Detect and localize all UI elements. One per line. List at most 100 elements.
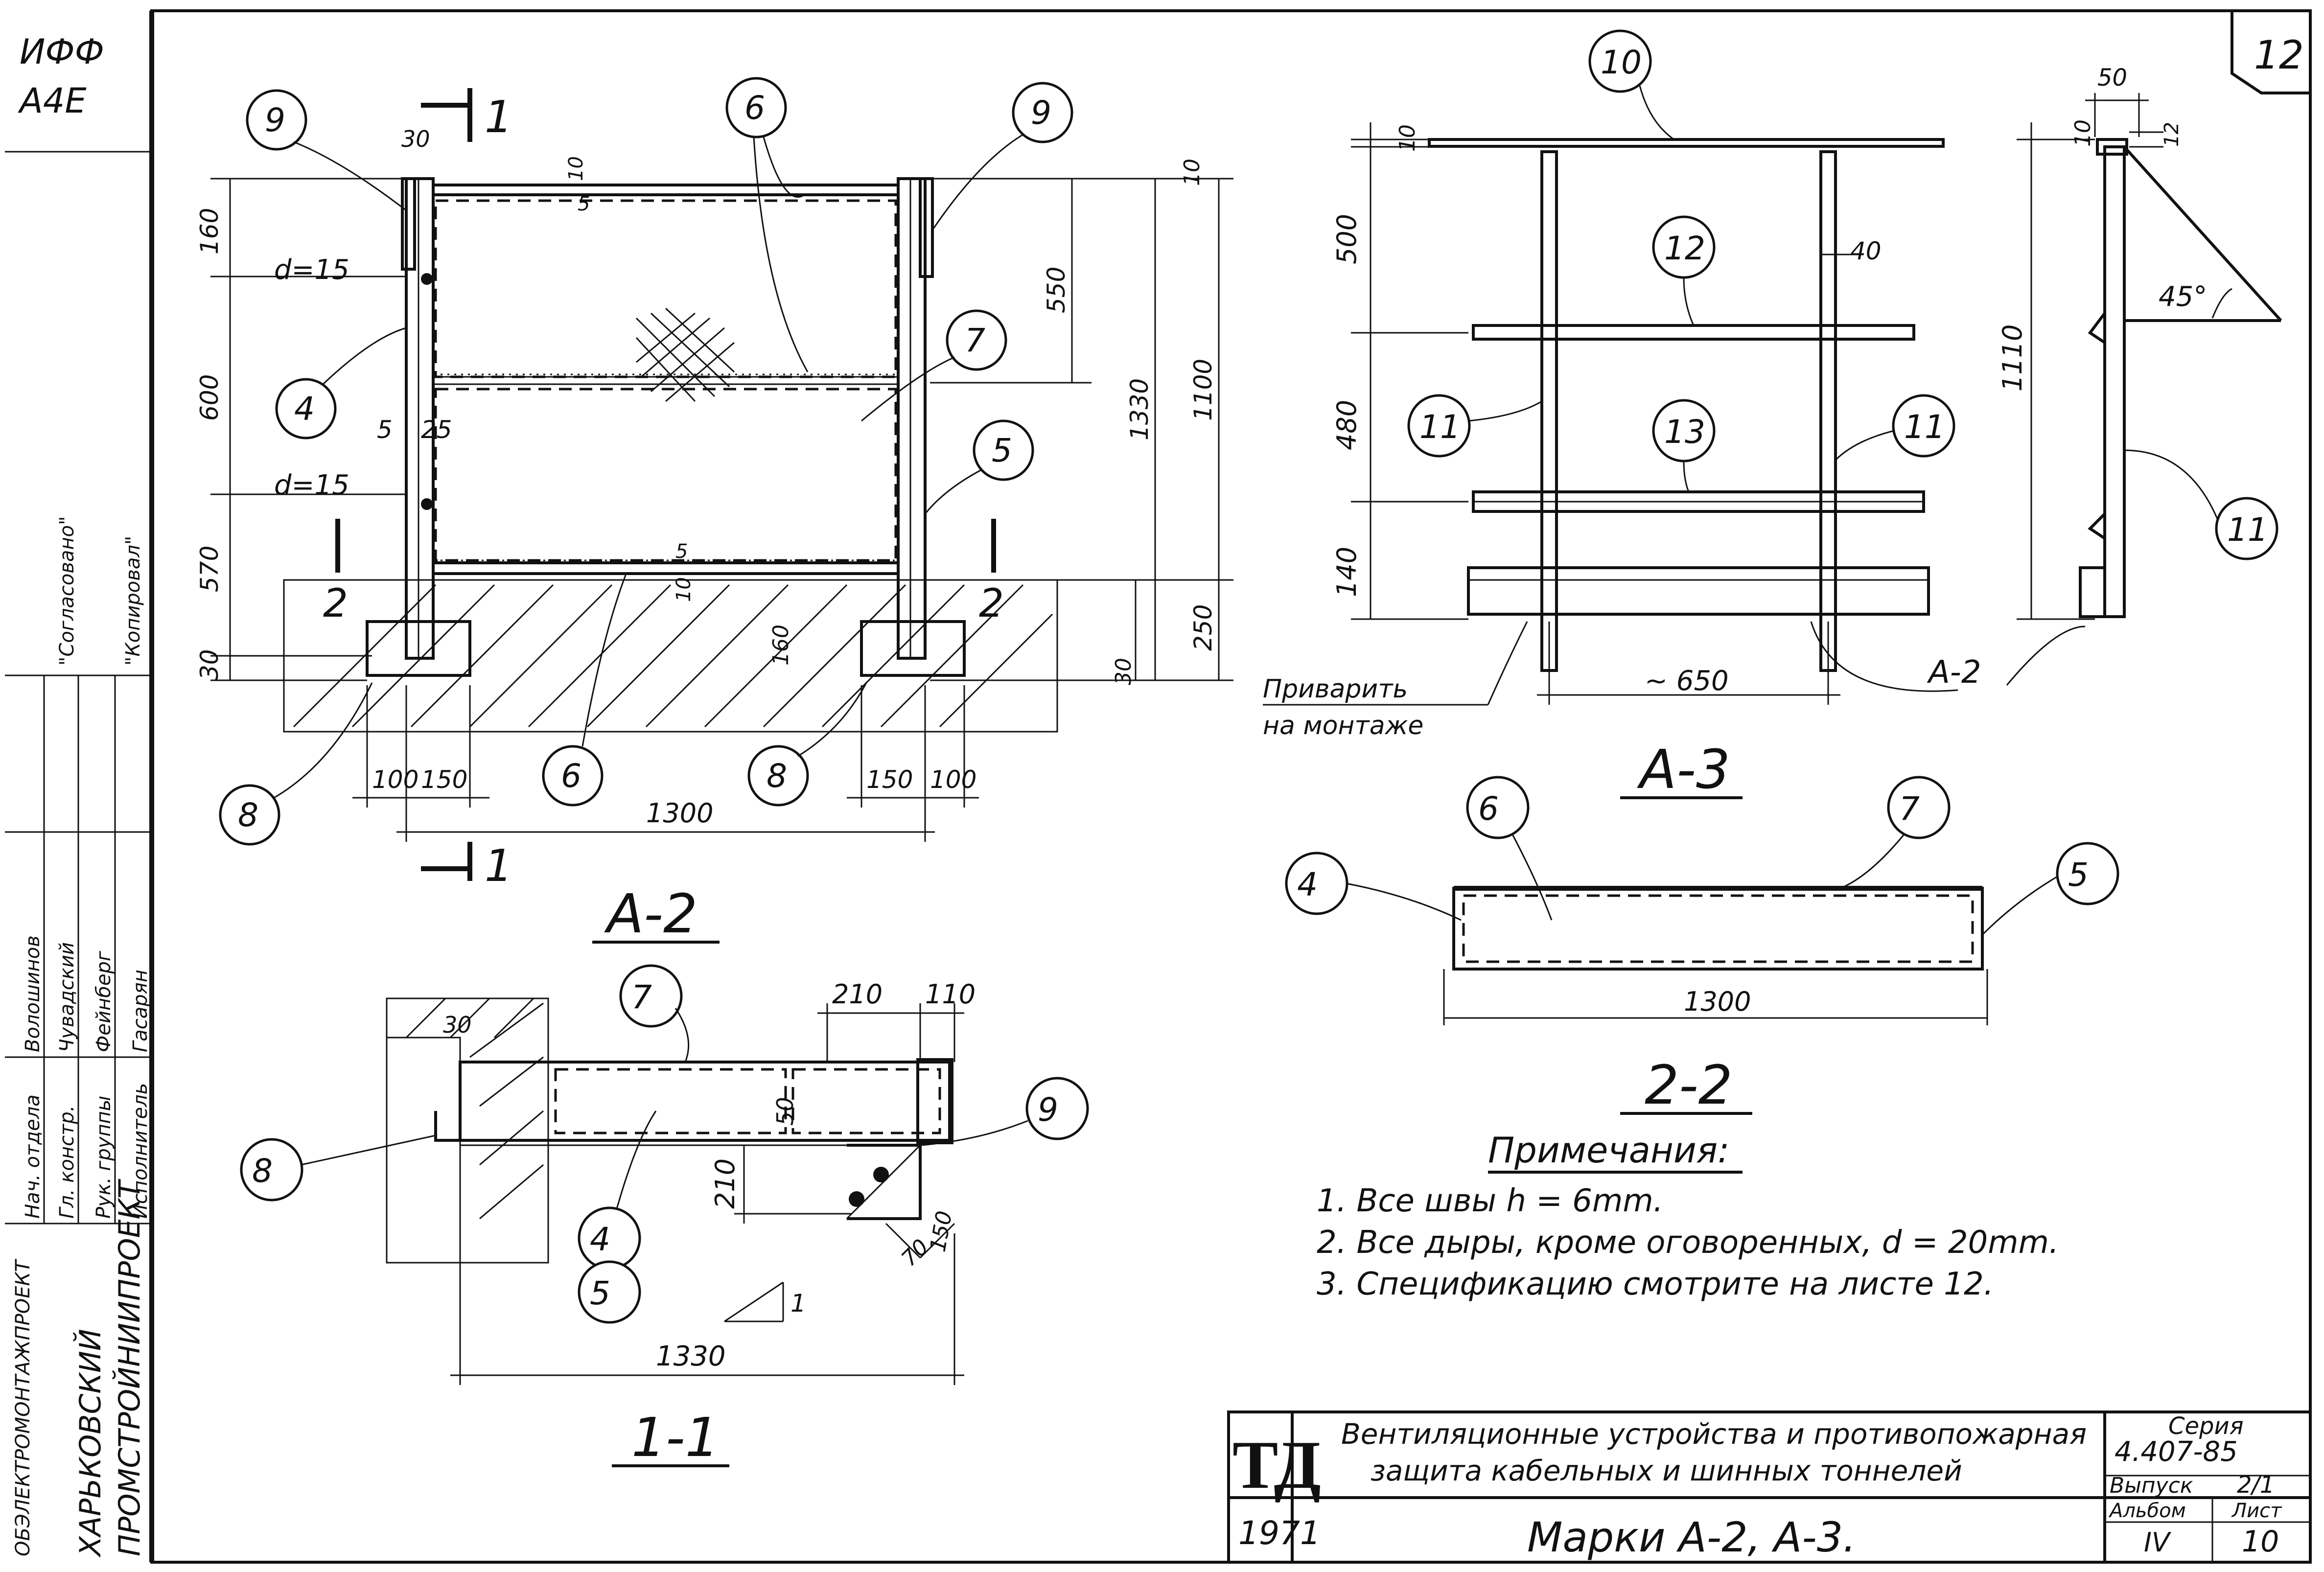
s11-slope: 1 xyxy=(790,1289,806,1318)
a2-callout-7: 7 xyxy=(965,322,985,359)
s22-callout-5: 5 xyxy=(2068,856,2089,894)
a2-dim-250: 250 xyxy=(1189,604,1217,651)
series-value: 4.407-85 xyxy=(2115,1436,2238,1468)
a3-dim-10: 10 xyxy=(1395,124,1420,152)
s22-callout-4: 4 xyxy=(1297,866,1318,903)
a2-callout-4: 4 xyxy=(294,390,315,428)
a3-dim-lines xyxy=(1351,122,1860,705)
drawing-frame xyxy=(149,9,2312,1564)
dim-lines-right xyxy=(930,178,1233,681)
s11-callout-5: 5 xyxy=(590,1274,610,1312)
weld-note-line2: на монтаже xyxy=(1263,711,1423,740)
s11-callout-9: 9 xyxy=(1038,1091,1058,1129)
view-a2 xyxy=(210,88,1233,881)
s11-callout-4: 4 xyxy=(590,1221,610,1258)
a2-callouts xyxy=(219,77,1073,846)
note-1: 1. Все швы h = 6mm. xyxy=(1317,1183,1663,1219)
a2-dim-5-mid: 5 xyxy=(578,193,590,215)
s11-dim-210a: 210 xyxy=(832,979,883,1010)
a2-callout-8b: 8 xyxy=(767,757,787,795)
a3-dim-650: ~ 650 xyxy=(1645,665,1729,697)
section-marks xyxy=(335,88,996,881)
a2-dim-10b: 10 xyxy=(673,577,695,602)
s11-dim-50: 50 xyxy=(772,1097,798,1126)
a2-dim-160: 160 xyxy=(195,208,224,254)
a2-dim-10a: 10 xyxy=(565,156,587,181)
series-label: Серия xyxy=(2168,1412,2244,1440)
a2-hole-d-top: d=15 xyxy=(274,254,349,286)
side-callout-bubble xyxy=(2215,497,2278,560)
a2-dim-10-right: 10 xyxy=(1180,159,1205,186)
a2-dim-150b: 150 xyxy=(866,765,913,794)
a2-callout-5: 5 xyxy=(992,432,1012,469)
title-block xyxy=(1227,1410,2312,1564)
a3-dim-500: 500 xyxy=(1331,214,1362,264)
side-dim-50: 50 xyxy=(2097,64,2127,92)
a2-dim-100b: 100 xyxy=(930,765,976,794)
section-1-1 xyxy=(386,997,964,1385)
dim-lines-left xyxy=(210,178,406,681)
mesh-symbol xyxy=(635,307,735,402)
corner-code: A4E xyxy=(18,81,87,121)
notes-title: Примечания: xyxy=(1488,1130,1729,1171)
a2-callout-9a: 9 xyxy=(265,101,285,139)
a2-dim-570: 570 xyxy=(195,546,224,592)
a2-dim-5-bot: 5 xyxy=(675,540,688,563)
org-side: ОБЭЛЕКТРОМОНТАЖПРОЕКТ xyxy=(12,1258,34,1556)
s22-dim-1300: 1300 xyxy=(1684,986,1751,1017)
role-3: Рук. группы xyxy=(93,1096,115,1219)
a2-section-mark: 1 xyxy=(485,92,512,143)
name-4: Гасарян xyxy=(129,970,152,1052)
a3-callout-10: 10 xyxy=(1601,44,1642,81)
a2-callout-8a: 8 xyxy=(238,796,258,834)
name-2: Чувадский xyxy=(56,942,78,1052)
a3-ref-label: А-2 xyxy=(1927,654,1981,691)
a2-dim-160-foot: 160 xyxy=(768,624,793,666)
name-3: Фейнберг xyxy=(93,950,115,1052)
weld-note-line1: Приварить xyxy=(1263,674,1408,704)
a2-callout-9b: 9 xyxy=(1031,94,1051,132)
s22-callout-6: 6 xyxy=(1478,790,1499,828)
org-name-bottom: ПРОМСТРОЙНИИПРОЕКТ xyxy=(112,1179,147,1556)
issue-value: 2/1 xyxy=(2237,1471,2275,1499)
dim-lines-bottom xyxy=(352,685,979,842)
side-angle: 45° xyxy=(2159,281,2207,313)
album-label: Альбом xyxy=(2108,1500,2186,1522)
s22-callout-7: 7 xyxy=(1899,790,1920,828)
view-title-a2: А-2 xyxy=(604,882,697,945)
sheet-index: 12 xyxy=(2254,32,2304,78)
sheet-value: 10 xyxy=(2242,1525,2279,1559)
s11-callout-8: 8 xyxy=(252,1152,273,1190)
a3-dim-480: 480 xyxy=(1331,400,1362,450)
side-callout-11: 11 xyxy=(2227,511,2268,549)
a3-callout-11a: 11 xyxy=(1419,408,1461,446)
concrete-hatching xyxy=(293,584,1053,728)
a3-callout-11b: 11 xyxy=(1904,408,1945,446)
s11-dim-110: 110 xyxy=(925,979,976,1010)
a3-dim-40: 40 xyxy=(1850,237,1882,265)
weld-marks xyxy=(441,194,896,561)
a2-callout-6a: 6 xyxy=(744,89,765,127)
s11-dim-1330: 1330 xyxy=(656,1341,726,1372)
a2-dim-1330: 1330 xyxy=(1125,378,1154,440)
note-2: 2. Все дыры, кроме оговоренных, d = 20mm… xyxy=(1317,1225,2059,1261)
s11-dim-150: 150 xyxy=(926,1209,957,1254)
view-a3 xyxy=(1351,122,1945,705)
role-4: Исполнитель xyxy=(129,1083,152,1219)
a2-dim-100a: 100 xyxy=(372,765,418,794)
a2-dim-550: 550 xyxy=(1042,267,1070,313)
side-dim-10: 10 xyxy=(2070,119,2095,147)
a3-callouts xyxy=(1407,29,1955,492)
corner-title: ИФФ xyxy=(20,32,104,72)
section-2-2 xyxy=(1285,776,2119,1025)
a3-dim-140: 140 xyxy=(1331,547,1362,597)
note-3: 3. Спецификацию смотрите на листе 12. xyxy=(1317,1266,1994,1302)
s11-callout-7: 7 xyxy=(631,978,652,1016)
sheet-name: Марки А-2, А-3. xyxy=(1527,1513,1856,1561)
side-dim-12: 12 xyxy=(2161,122,2183,147)
name-1: Волошинов xyxy=(22,935,44,1052)
a2-dim-5: 5 xyxy=(377,416,393,444)
td-logo: ТД xyxy=(1232,1427,1321,1503)
album-value: IV xyxy=(2144,1527,2172,1558)
a2-callout-6b: 6 xyxy=(561,757,581,795)
